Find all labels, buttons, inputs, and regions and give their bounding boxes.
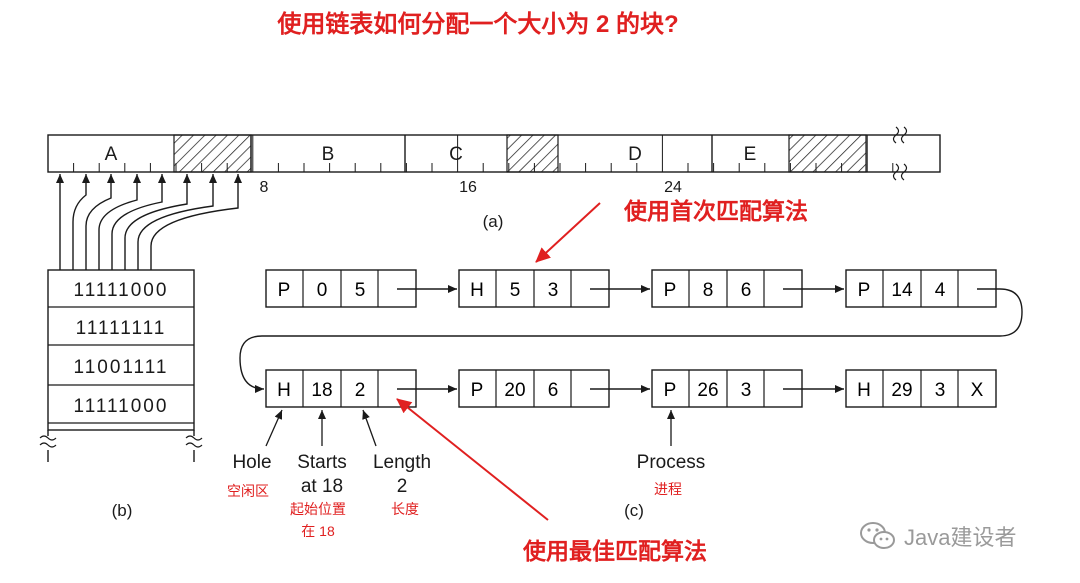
page-title: 使用链表如何分配一个大小为 2 的块?: [276, 10, 678, 38]
starts-label: at 18: [301, 476, 343, 497]
node-length: 3: [741, 380, 752, 401]
caption-b: (b): [112, 501, 133, 520]
list-node: P 0 5: [265, 269, 417, 308]
node-length: 3: [935, 380, 946, 401]
node-type: P: [278, 280, 291, 301]
node-type: H: [857, 380, 871, 401]
segment-label-b: B: [322, 144, 335, 165]
bitmap-row: 11111111: [76, 318, 167, 339]
pointer-arrow: [85, 174, 115, 270]
node-start: 14: [891, 280, 913, 301]
node-type: H: [277, 380, 291, 401]
break-mark: [892, 126, 908, 144]
node-start: 5: [510, 280, 521, 301]
bitmap-pointers: [56, 174, 242, 270]
bitmap-row: 11111000: [74, 280, 169, 301]
annotation-arrow: [396, 398, 549, 521]
segment-label-d: D: [628, 144, 642, 165]
segment-label-e: E: [744, 144, 757, 165]
bitmap-row: 11111000: [74, 396, 169, 417]
process-label-cn: 进程: [654, 481, 682, 497]
list-node: H 29 3 X: [845, 369, 997, 408]
watermark-text: Java建设者: [904, 525, 1017, 550]
break-mark: [185, 435, 203, 448]
pointer-arrow: [137, 174, 217, 270]
node-type: P: [664, 280, 677, 301]
length-label: Length: [373, 452, 431, 473]
list-node: P 20 6: [458, 369, 610, 408]
node-start: 0: [317, 280, 328, 301]
starts-label-cn: 在 18: [301, 523, 335, 539]
linked-list: P 0 5 H 5 3 P 8 6: [227, 269, 1023, 539]
length-label-cn: 长度: [391, 501, 419, 517]
hole-label: Hole: [232, 452, 271, 473]
caption-a: (a): [483, 212, 504, 231]
node-length: 5: [355, 280, 366, 301]
bitmap-frame: [47, 269, 195, 431]
node-length: 6: [548, 380, 559, 401]
hole-region: [788, 134, 867, 173]
node-start: 18: [311, 380, 332, 401]
starts-label-cn: 起始位置: [290, 501, 346, 517]
length-label: 2: [397, 476, 408, 497]
node-length: 6: [741, 280, 752, 301]
memory-strip: A B C D E 8 16 24 (a): [47, 126, 941, 231]
tick-label-24: 24: [664, 179, 682, 196]
node-length: 2: [355, 380, 366, 401]
link-arrow: [239, 288, 1023, 393]
pointer-arrow: [111, 174, 166, 270]
pointer-arrow: [72, 174, 90, 270]
annotation-arrow: [535, 202, 601, 263]
pointer-arrow: [150, 174, 242, 270]
node-start: 26: [697, 380, 718, 401]
caption-c: (c): [624, 501, 644, 520]
list-node: H 5 3: [458, 269, 610, 308]
segment-label-c: C: [449, 144, 463, 165]
segment-label-a: A: [105, 144, 118, 165]
node-type: P: [858, 280, 871, 301]
node-length: 4: [935, 280, 946, 301]
list-node: P 14 4: [845, 269, 997, 308]
pointer-arrow: [98, 174, 141, 270]
node-start: 29: [891, 380, 912, 401]
pointer-arrow: [124, 174, 191, 270]
starts-label: Starts: [297, 452, 347, 473]
node-type: P: [471, 380, 484, 401]
hole-region: [173, 134, 252, 173]
list-node: P 26 3: [651, 369, 803, 408]
strip-outline: [47, 134, 941, 173]
node-length: 3: [548, 280, 559, 301]
tick-label-16: 16: [459, 179, 477, 196]
best-fit-annotation: 使用最佳匹配算法: [522, 538, 707, 564]
bitmap: 11111000 11111111 11001111 11111000 (b): [39, 269, 203, 520]
wechat-icon: [860, 522, 895, 549]
watermark: Java建设者: [858, 520, 1016, 552]
node-start: 8: [703, 280, 714, 301]
annotations: 使用首次匹配算法 使用最佳匹配算法: [396, 198, 808, 564]
label-arrow: [362, 409, 377, 447]
node-start: 20: [504, 380, 525, 401]
node-type: P: [664, 380, 677, 401]
node-type: H: [470, 280, 484, 301]
break-mark: [892, 163, 908, 181]
node-next-null: X: [971, 380, 984, 401]
first-fit-annotation: 使用首次匹配算法: [623, 198, 808, 224]
process-label: Process: [637, 452, 706, 473]
hole-region: [506, 134, 559, 173]
break-mark: [39, 435, 57, 448]
hole-label-cn: 空闲区: [227, 483, 269, 499]
label-arrow: [265, 409, 283, 447]
bitmap-row: 11001111: [74, 357, 169, 378]
list-node: P 8 6: [651, 269, 803, 308]
tick-label-8: 8: [260, 179, 269, 196]
list-node: H 18 2: [265, 369, 417, 408]
